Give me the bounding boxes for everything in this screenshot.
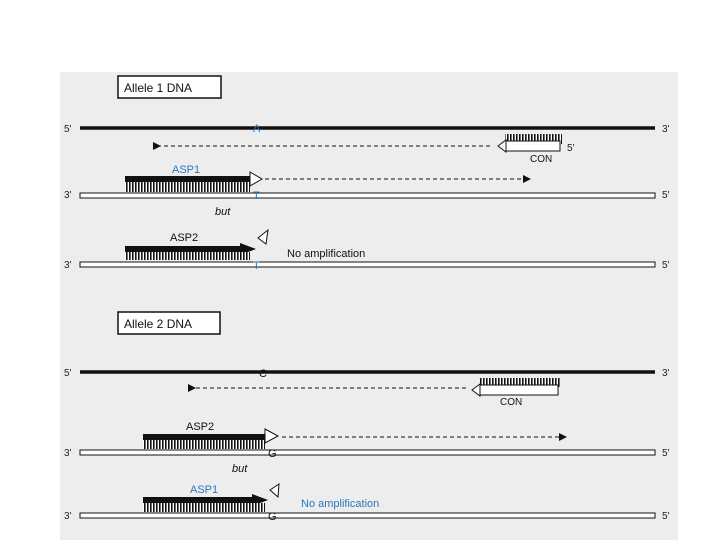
allele1-con-primer	[505, 140, 561, 152]
allele2-asp2-label: ASP2	[186, 421, 214, 433]
allele2-asp1-hatch	[143, 503, 265, 512]
allele2-base-g-2: G	[268, 511, 277, 523]
allele2-but: but	[232, 463, 248, 475]
allele1-lower2-3prime: 3'	[64, 260, 72, 271]
allele1-title-box	[117, 75, 222, 99]
allele1-asp2-primer	[125, 246, 245, 252]
allele2-con-label: CON	[500, 397, 522, 408]
allele1-con-5prime: 5'	[567, 143, 575, 154]
allele2-lower-strand-1	[79, 449, 656, 456]
allele1-asp2-label: ASP2	[170, 232, 198, 244]
allele2-asp1-blocked-icon	[269, 483, 280, 499]
allele1-but: but	[215, 206, 231, 218]
allele2-top-5prime: 5'	[64, 368, 72, 379]
allele1-con-label: CON	[530, 154, 552, 165]
allele1-lower2-5prime: 5'	[662, 260, 670, 271]
allele2-no-amplification: No amplification	[301, 498, 379, 510]
allele1-asp1-arrowhead	[249, 171, 263, 187]
allele1-base-a: A	[253, 123, 261, 135]
allele1-asp1-label: ASP1	[172, 164, 200, 176]
allele1-lower1-5prime: 5'	[662, 190, 670, 201]
pcr-figure-panel: Allele 1 DNA 5' A 3' 5' CON ASP1 3' T 5'…	[60, 72, 678, 540]
allele2-base-g-1: G	[268, 448, 277, 460]
allele1-base-t-1: T	[253, 190, 260, 202]
allele2-top-3prime: 3'	[662, 368, 670, 379]
allele1-top-5prime: 5'	[64, 124, 72, 135]
allele1-asp1-primer	[125, 176, 250, 182]
allele2-asp1-primer	[143, 497, 255, 503]
allele1-con-arrowhead	[497, 139, 507, 153]
allele2-asp2-arrowhead	[264, 428, 280, 444]
allele1-lower1-3prime: 3'	[64, 190, 72, 201]
allele2-lower1-3prime: 3'	[64, 448, 72, 459]
allele1-top-3prime: 3'	[662, 124, 670, 135]
allele1-asp2-blocked-icon	[257, 228, 269, 245]
allele2-lower-strand-2	[79, 512, 656, 519]
allele1-con-hatch	[505, 134, 562, 144]
allele1-lower-strand-1	[79, 192, 656, 199]
allele2-asp1-label: ASP1	[190, 484, 218, 496]
allele2-base-c: C	[259, 368, 267, 380]
allele2-con-primer	[479, 384, 559, 396]
allele1-no-amplification: No amplification	[287, 248, 365, 260]
allele2-con-arrowhead	[471, 383, 481, 397]
allele1-lower-strand-2	[79, 261, 656, 268]
allele2-lower1-5prime: 5'	[662, 448, 670, 459]
allele2-lower2-5prime: 5'	[662, 511, 670, 522]
allele2-asp2-primer	[143, 434, 265, 440]
allele1-section: Allele 1 DNA 5' A 3' 5' CON ASP1 3' T 5'…	[64, 75, 670, 272]
allele2-section: Allele 2 DNA 5' C 3' CON ASP2 3' G 5' bu…	[64, 311, 670, 523]
allele2-con-hatch	[480, 378, 560, 387]
allele2-title-box	[117, 311, 221, 335]
allele1-asp2-hatch	[125, 252, 250, 260]
allele2-asp2-hatch	[143, 440, 265, 449]
allele2-title: Allele 2 DNA	[124, 317, 192, 331]
allele1-asp1-hatch	[125, 182, 250, 192]
allele1-title: Allele 1 DNA	[124, 81, 192, 95]
allele2-lower2-3prime: 3'	[64, 511, 72, 522]
allele1-base-t-2: T	[253, 260, 260, 272]
